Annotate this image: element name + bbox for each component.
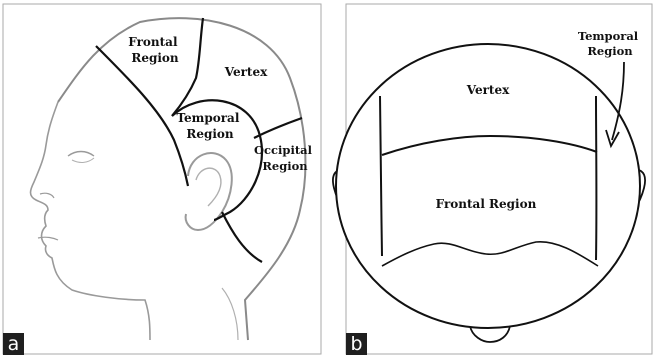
b-vertex-label: Vertex — [466, 83, 510, 97]
b-frontal-label: Frontal Region — [436, 197, 537, 211]
panel-b: Vertex Frontal Region Temporal Region b — [333, 4, 652, 355]
panel-a-tag: a — [8, 333, 20, 355]
b-temporal-label: Temporal Region — [578, 29, 642, 58]
panel-b-tag: b — [350, 333, 362, 355]
panel-a: Frontal Region Vertex Temporal Region Oc… — [3, 4, 321, 355]
a-vertex-label: Vertex — [224, 65, 268, 79]
